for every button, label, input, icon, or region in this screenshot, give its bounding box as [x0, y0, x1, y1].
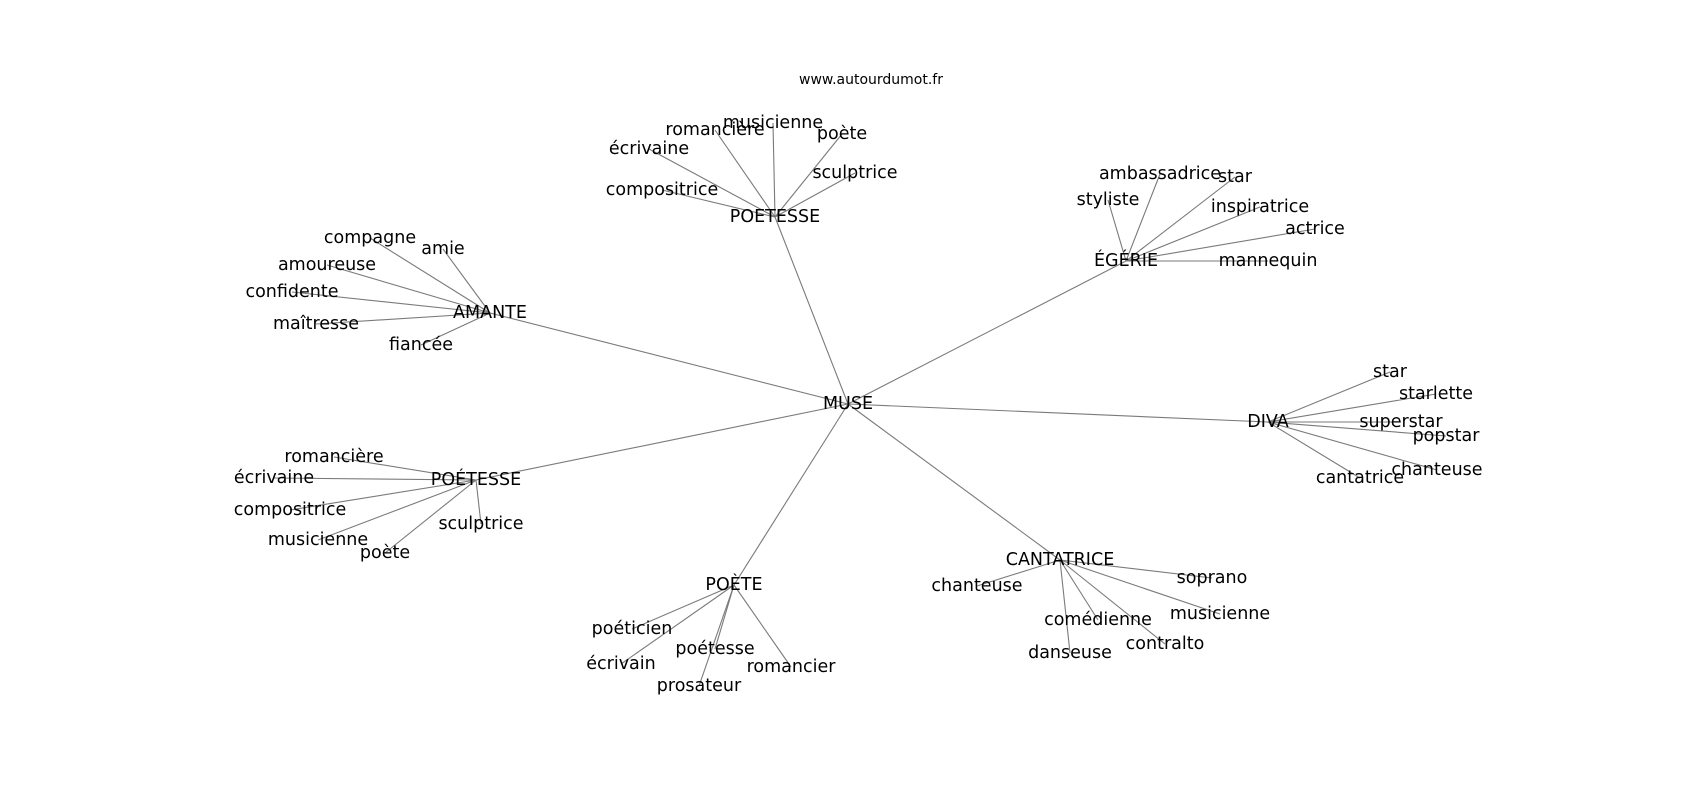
leaf-node: inspiratrice — [1211, 197, 1309, 217]
edge-poetesse-poete — [384, 479, 477, 554]
edge-diva-cantatrice — [1267, 421, 1361, 479]
edge-poetesse-compositrice — [289, 479, 477, 511]
edge-muse-amante — [489, 312, 849, 405]
edge-muse-poetesse — [475, 403, 849, 481]
edge-poete-ecrivain — [620, 584, 735, 665]
leaf-node: poète — [817, 124, 867, 144]
leaf-node: sculptrice — [812, 163, 897, 183]
leaf-node: romancière — [665, 120, 764, 140]
leaf-node: danseuse — [1028, 643, 1112, 663]
edge-poetesse-ecrivaine — [273, 477, 477, 481]
leaf-node: poète — [360, 543, 410, 563]
hub-node-poetesse: POETESSE — [730, 207, 820, 227]
edge-poetesse-romanciere — [333, 456, 477, 481]
edge-poetesse-compositrice — [661, 189, 776, 218]
edge-egerie-star — [1125, 176, 1236, 262]
edge-amante-maitresse — [315, 312, 491, 325]
edge-poete-romancier — [733, 584, 792, 668]
edge-amante-fiancee — [420, 312, 491, 346]
edge-poetesse-romanciere — [714, 129, 776, 218]
edge-muse-diva — [847, 403, 1269, 423]
leaf-node: sculptrice — [438, 514, 523, 534]
leaf-node: mannequin — [1219, 251, 1318, 271]
leaf-node: romancier — [747, 657, 837, 677]
leaf-node: confidente — [245, 282, 338, 302]
edge-amante-compagne — [369, 237, 491, 314]
edge-poete-poeticien — [631, 584, 735, 630]
graph-edges — [273, 122, 1447, 687]
edge-egerie-ambassadrice — [1125, 173, 1161, 262]
edge-cantatrice-musicienne — [1059, 559, 1221, 615]
leaf-node: star — [1218, 167, 1253, 187]
leaf-node: cantatrice — [1316, 468, 1404, 488]
leaf-node: maîtresse — [273, 314, 359, 334]
edge-diva-star — [1267, 371, 1391, 423]
leaf-node: poéticien — [592, 619, 673, 639]
edge-poete-prosateur — [698, 584, 735, 687]
leaf-node: prosateur — [657, 676, 742, 696]
leaf-node: star — [1373, 362, 1408, 382]
leaf-node: poétesse — [675, 639, 754, 659]
leaf-node: compositrice — [606, 180, 718, 200]
edge-poetesse-sculptrice — [475, 479, 482, 525]
hub-node-diva: DIVA — [1247, 412, 1288, 432]
leaf-node: comédienne — [1044, 610, 1152, 630]
hub-node-cantatrice: CANTATRICE — [1006, 550, 1115, 570]
edge-cantatrice-chanteuse — [976, 559, 1061, 587]
leaf-node: chanteuse — [931, 576, 1022, 596]
leaf-node: superstar — [1359, 412, 1443, 432]
center-node: MUSE — [823, 394, 873, 414]
edge-diva-popstar — [1267, 421, 1447, 437]
edge-diva-starlette — [1267, 393, 1437, 423]
edge-poetesse-sculptrice — [774, 172, 856, 218]
leaf-node: écrivaine — [609, 139, 689, 159]
hub-node-poete: POÈTE — [705, 573, 762, 595]
edge-diva-chanteuse — [1267, 421, 1438, 471]
leaf-node: amie — [421, 239, 464, 259]
edge-cantatrice-contralto — [1059, 559, 1166, 645]
leaf-node: musicienne — [1170, 604, 1270, 624]
leaf-node: compagne — [324, 228, 416, 248]
hub-node-egerie: ÉGÉRIE — [1094, 249, 1158, 271]
leaf-node: écrivain — [586, 654, 655, 674]
edge-cantatrice-comedienne — [1059, 559, 1099, 621]
hub-node-poetesse: POÉTESSE — [431, 468, 521, 490]
leaf-node: actrice — [1285, 219, 1345, 239]
edge-cantatrice-soprano — [1059, 559, 1213, 579]
edge-poetesse-ecrivaine — [648, 148, 776, 218]
edge-poetesse-musicienne — [317, 479, 477, 541]
leaf-node: chanteuse — [1391, 460, 1482, 480]
edge-poetesse-musicienne — [772, 122, 776, 218]
edge-amante-amie — [442, 248, 491, 314]
site-url: www.autourdumot.fr — [799, 72, 943, 88]
leaf-node: romancière — [284, 447, 383, 467]
edge-muse-poetesse — [774, 216, 849, 405]
leaf-node: ambassadrice — [1099, 164, 1221, 184]
edge-muse-cantatrice — [847, 403, 1061, 561]
edge-muse-poete — [733, 403, 849, 586]
leaf-node: compositrice — [234, 500, 346, 520]
leaf-node: starlette — [1399, 384, 1473, 404]
leaf-node: musicienne — [268, 530, 368, 550]
edge-egerie-styliste — [1107, 199, 1127, 262]
leaf-node: soprano — [1177, 568, 1248, 588]
edge-amante-amoureuse — [326, 264, 491, 314]
edge-egerie-actrice — [1125, 228, 1316, 262]
edge-muse-egerie — [847, 260, 1127, 405]
leaf-node: popstar — [1413, 426, 1481, 446]
leaf-node: écrivaine — [234, 468, 314, 488]
leaf-node: contralto — [1126, 634, 1205, 654]
edge-amante-confidente — [291, 291, 491, 314]
leaf-node: styliste — [1077, 190, 1140, 210]
hub-node-amante: AMANTE — [453, 303, 527, 323]
edge-poetesse-poete — [774, 133, 843, 218]
edge-cantatrice-danseuse — [1059, 559, 1071, 654]
leaf-node: fiancée — [389, 335, 453, 355]
leaf-node: amoureuse — [278, 255, 376, 275]
edge-egerie-inspiratrice — [1125, 206, 1261, 262]
graph-labels: MUSEPOETESSEmusicienneromancièreécrivain… — [234, 113, 1483, 696]
leaf-node: musicienne — [723, 113, 823, 133]
